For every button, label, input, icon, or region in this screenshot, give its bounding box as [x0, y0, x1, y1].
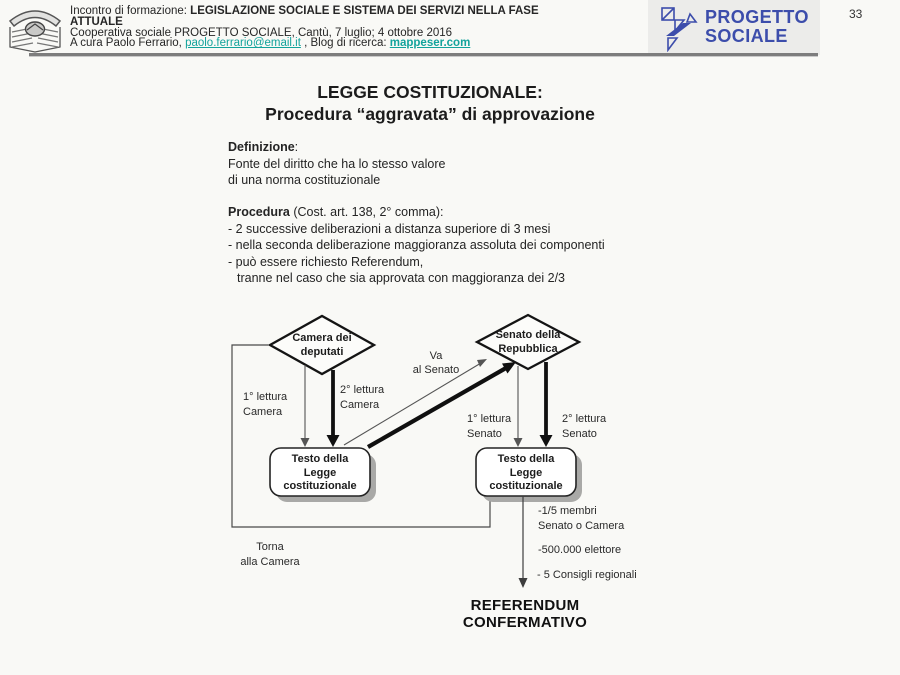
- header-text-block: Incontro di formazione: LEGISLAZIONE SOC…: [70, 5, 539, 50]
- procedure-item-2: - nella seconda deliberazione maggioranz…: [228, 238, 605, 252]
- referendum-source-membri: -1/5 membri Senato o Camera: [538, 505, 625, 532]
- slide-title-line2: Procedura “aggravata” di approvazione: [265, 104, 595, 124]
- page-number: 33: [849, 7, 863, 21]
- lettura2-senato-label: 2° lettura Senato: [562, 413, 607, 440]
- email-link[interactable]: paolo.ferrario@email.it: [185, 37, 301, 50]
- procedure-heading: Procedura (Cost. art. 138, 2° comma):: [228, 204, 605, 221]
- procedure-item-3-continuation: tranne nel caso che sia approvata con ma…: [237, 271, 565, 285]
- slide-title: LEGGE COSTITUZIONALE: Procedura “aggrava…: [230, 81, 630, 125]
- senato-diamond-label: Senato della Repubblica: [495, 329, 561, 355]
- progetto-sociale-logo: PROGETTO SOCIALE: [648, 0, 820, 55]
- header-line1-title: LEGISLAZIONE SOCIALE E SISTEMA DEI SERVI…: [190, 5, 539, 17]
- procedure-label: Procedura: [228, 205, 290, 219]
- blog-link[interactable]: mappeser.com: [389, 37, 471, 50]
- header-line4-mid: , Blog di ricerca:: [300, 37, 390, 50]
- definition-line2: di una norma costituzionale: [228, 173, 381, 187]
- slide-title-line1: LEGGE COSTITUZIONALE:: [317, 82, 543, 102]
- definition-block: Definizione: Fonte del diritto che ha lo…: [228, 139, 445, 189]
- header-line2: ATTUALE: [70, 15, 123, 28]
- procedure-item-1: - 2 successive deliberazioni a distanza …: [228, 221, 551, 236]
- definition-colon: :: [294, 140, 299, 154]
- book-handshake-icon: [8, 10, 62, 53]
- testo-box1-label: Testo della Legge costituzionale: [283, 453, 357, 492]
- header-line1: Incontro di formazione: LEGISLAZIONE SOC…: [70, 5, 539, 17]
- definition-line1: Fonte del diritto che ha lo stesso valor…: [228, 156, 446, 171]
- procedure-item-3: - può essere richiesto Referendum,: [228, 254, 424, 269]
- header-line1-prefix: Incontro di formazione:: [70, 5, 191, 17]
- referendum-source-consigli: - 5 Consigli regionali: [537, 569, 637, 581]
- va-al-senato-label: Va al Senato: [412, 350, 460, 376]
- progetto-sociale-icon: [661, 7, 698, 52]
- header-line4-prefix: A cura Paolo Ferrario,: [70, 37, 186, 50]
- lettura2-camera-label: 2° lettura Camera: [340, 384, 385, 411]
- logo-word-1: PROGETTO: [705, 7, 809, 27]
- testo-box2-label: Testo della Legge costituzionale: [489, 453, 563, 492]
- lettura1-senato-label: 1° lettura Senato: [467, 413, 512, 440]
- procedure-ref: (Cost. art. 138, 2° comma):: [289, 205, 444, 219]
- progetto-sociale-wordmark: PROGETTO SOCIALE: [705, 8, 809, 46]
- lettura1-camera-label: 1° lettura Camera: [243, 391, 288, 418]
- header-line3: Cooperativa sociale PROGETTO SOCIALE, Ca…: [70, 26, 453, 39]
- header-divider: [29, 53, 818, 57]
- procedure-block: Procedura (Cost. art. 138, 2° comma): - …: [228, 204, 605, 287]
- header-line4: A cura Paolo Ferrario, paolo.ferrario@em…: [70, 37, 539, 50]
- logo-word-2: SOCIALE: [705, 26, 788, 46]
- referendum-source-elettori: -500.000 elettore: [538, 544, 622, 556]
- definition-label: Definizione: [228, 140, 295, 154]
- course-logo: [6, 3, 64, 58]
- camera-diamond-label: Camera dei deputati: [292, 332, 352, 358]
- referendum-confermativo-label: REFERENDUM CONFERMATIVO: [462, 597, 588, 631]
- torna-alla-camera-label: Torna alla Camera: [240, 541, 300, 568]
- definition-heading: Definizione:: [228, 139, 445, 156]
